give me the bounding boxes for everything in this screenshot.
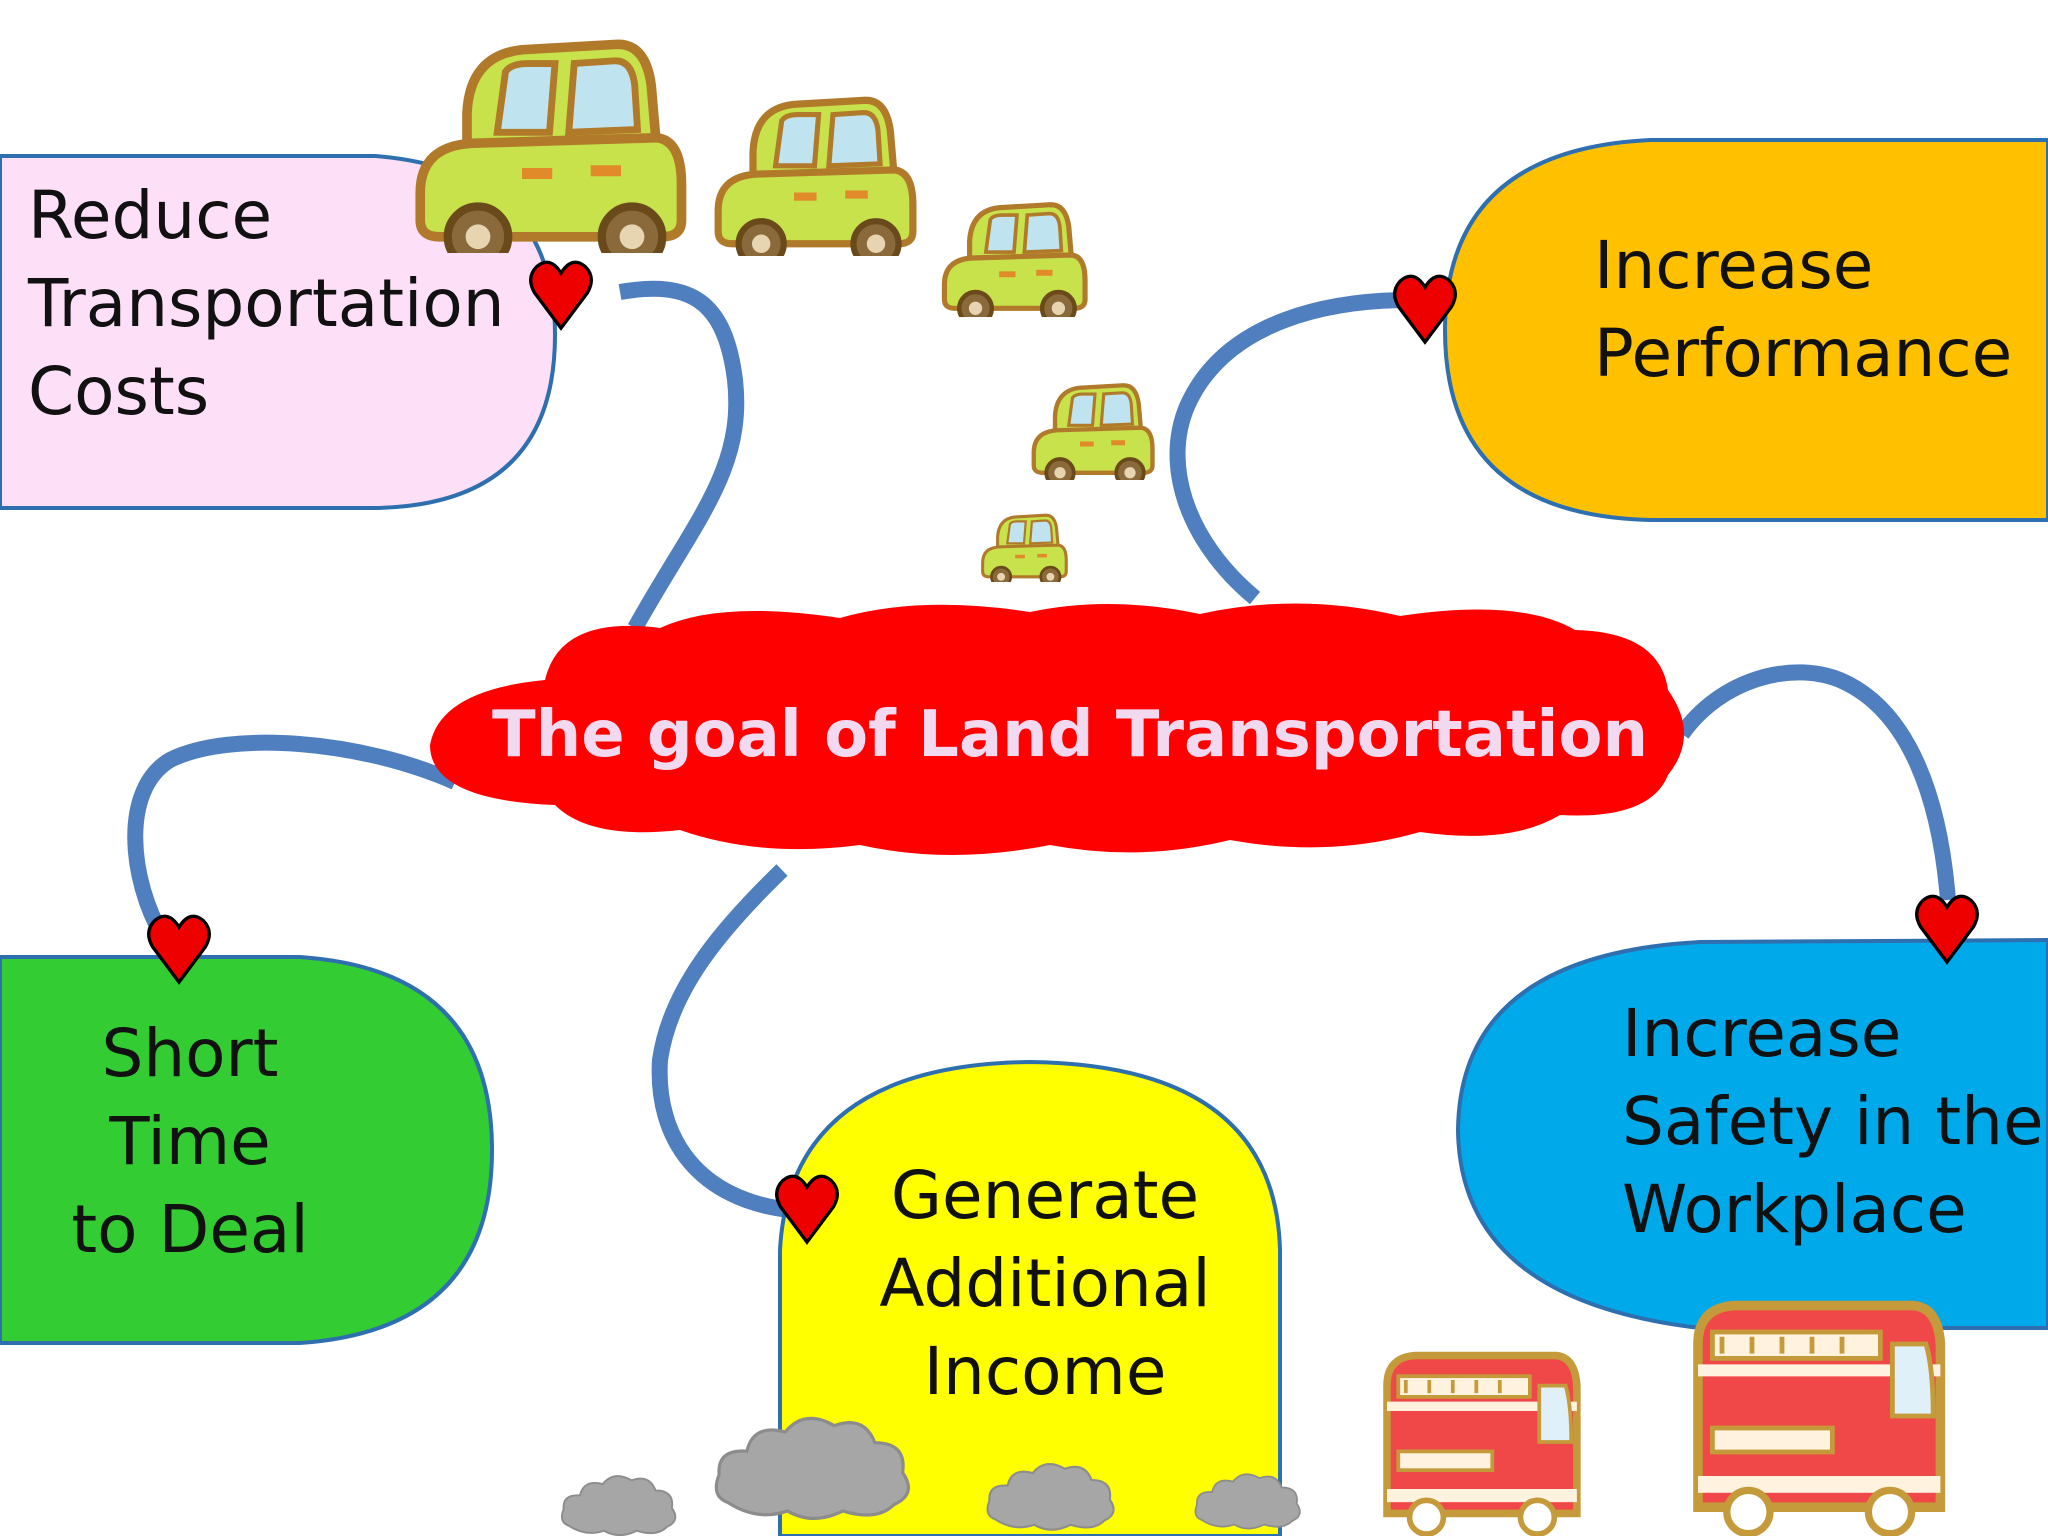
bus-icon [1387,1356,1577,1535]
node-performance-shape [1442,138,2048,522]
bus-icon [1698,1306,1940,1534]
car-icon [981,513,1068,582]
node-safety-shape [1455,937,2048,1330]
center-label: The goal of Land Transportation [491,698,1649,772]
node-short-label: Short Time to Deal [71,1015,309,1268]
connector-short [127,734,459,940]
node-short-shape [0,955,495,1345]
center-cloud [430,603,1684,855]
node-reduce-label: Reduce Transportation Costs [28,177,505,430]
smoke-cloud-icon [560,1475,677,1536]
connector-income [651,864,791,1218]
connectors [127,280,1956,1218]
node-income-label: Generate Additional Income [879,1157,1211,1410]
car-icon [944,205,1085,325]
car-icon [718,100,913,266]
node-performance-label: Increase Performance [1594,227,2013,392]
connector-reduce [618,280,745,632]
connector-safety [1675,664,1956,901]
connector-performance [1169,292,1411,605]
node-income-shape [778,1059,1282,1536]
node-safety-label: Increase Safety in the Workplace [1622,995,2044,1248]
car-icon [1034,385,1153,486]
